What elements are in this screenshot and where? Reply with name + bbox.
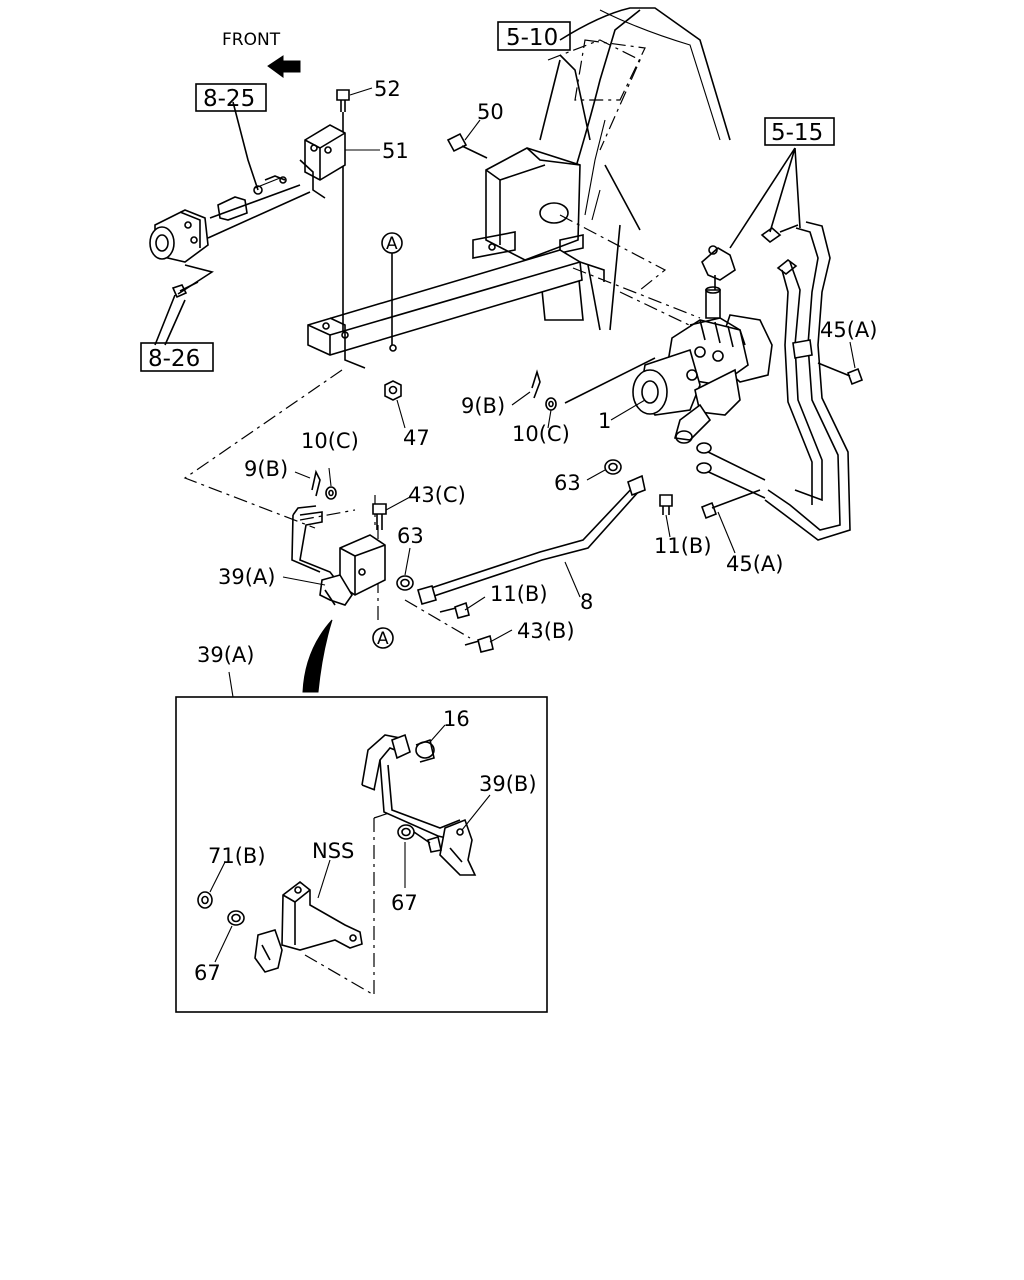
callout-67-center: 67 [391, 891, 418, 915]
leader-lines [228, 87, 856, 698]
clip-9b-top [531, 369, 541, 399]
callout-52: 52 [374, 77, 401, 101]
bolt-50 [446, 132, 488, 159]
callout-39a-detail: 39(A) [197, 643, 254, 667]
marker-a-bottom-label: A [377, 629, 389, 649]
tee-fitting [701, 147, 801, 290]
tube-routing [696, 221, 851, 541]
ref-box-5-15[interactable]: 5-15 [764, 117, 835, 146]
callout-10c-top: 10(C) [512, 422, 570, 446]
bushing-63-right [604, 459, 622, 475]
ref-5-10-label: 5-10 [506, 25, 558, 51]
bolt-43c [372, 503, 387, 530]
front-arrow-icon [267, 55, 301, 78]
callout-10c-left: 10(C) [301, 429, 359, 453]
cab-frame-outline [539, 7, 731, 331]
callout-nss: NSS [312, 839, 354, 863]
rod-8 [417, 474, 646, 605]
callout-51: 51 [382, 139, 409, 163]
bolt-11b-right [659, 494, 673, 515]
callout-11b-mid: 11(B) [490, 582, 548, 606]
callout-67-left: 67 [194, 961, 221, 985]
nut-47 [384, 380, 402, 401]
callout-16: 16 [443, 707, 470, 731]
callout-43c: 43(C) [408, 483, 466, 507]
detail-box-39a [175, 696, 548, 1013]
bolt-11b-mid [439, 601, 470, 619]
callout-45a-bottom: 45(A) [726, 552, 783, 576]
ref-8-25-label: 8-25 [203, 86, 255, 112]
bolt-45a-top [817, 362, 864, 386]
callout-39b: 39(B) [479, 772, 537, 796]
ref-box-8-26[interactable]: 8-26 [140, 342, 214, 372]
crossmember-bracket [472, 147, 584, 261]
solenoid-unit [149, 191, 311, 263]
detail-arrow-icon [302, 619, 333, 693]
callout-1: 1 [598, 409, 611, 433]
bushing-63-left [396, 575, 414, 591]
marker-a-top-label: A [386, 234, 398, 254]
bolt-8-26 [171, 264, 214, 299]
ref-8-26-label: 8-26 [148, 346, 200, 372]
bolt-43b [464, 634, 494, 653]
clip-9b-left [311, 469, 321, 497]
leader-8-26 [154, 294, 186, 346]
ref-box-5-10[interactable]: 5-10 [497, 21, 571, 51]
washer-10c-left [325, 486, 337, 500]
callout-9b-top: 9(B) [461, 394, 505, 418]
marker-a-bottom: A [372, 627, 394, 649]
callout-43b: 43(B) [517, 619, 575, 643]
lever-39a-assembly [291, 505, 386, 606]
callout-9b-left: 9(B) [244, 457, 288, 481]
callout-11b-right: 11(B) [654, 534, 712, 558]
callout-63-right: 63 [554, 471, 581, 495]
ref-5-15-label: 5-15 [771, 120, 823, 146]
callout-labels: 52 51 50 45(A) 9(B) 10(C) 1 47 10(C) 9(B… [194, 77, 877, 985]
frame-rail [307, 249, 605, 369]
marker-a-top: A [381, 232, 403, 345]
bolt-45a-bottom [700, 489, 761, 520]
bracket-51 [299, 124, 346, 199]
ref-box-8-25[interactable]: 8-25 [195, 83, 267, 112]
callout-47: 47 [403, 426, 430, 450]
valve-assembly-1 [632, 286, 773, 444]
callout-71b: 71(B) [208, 844, 266, 868]
callout-63-left: 63 [397, 524, 424, 548]
front-indicator: FRONT [222, 30, 301, 78]
front-label: FRONT [222, 30, 281, 50]
callout-45a-top: 45(A) [820, 318, 877, 342]
callout-50: 50 [477, 100, 504, 124]
bolt-52 [336, 89, 350, 112]
callout-8: 8 [580, 590, 593, 614]
callout-39a: 39(A) [218, 565, 275, 589]
wire-harness [209, 101, 301, 221]
